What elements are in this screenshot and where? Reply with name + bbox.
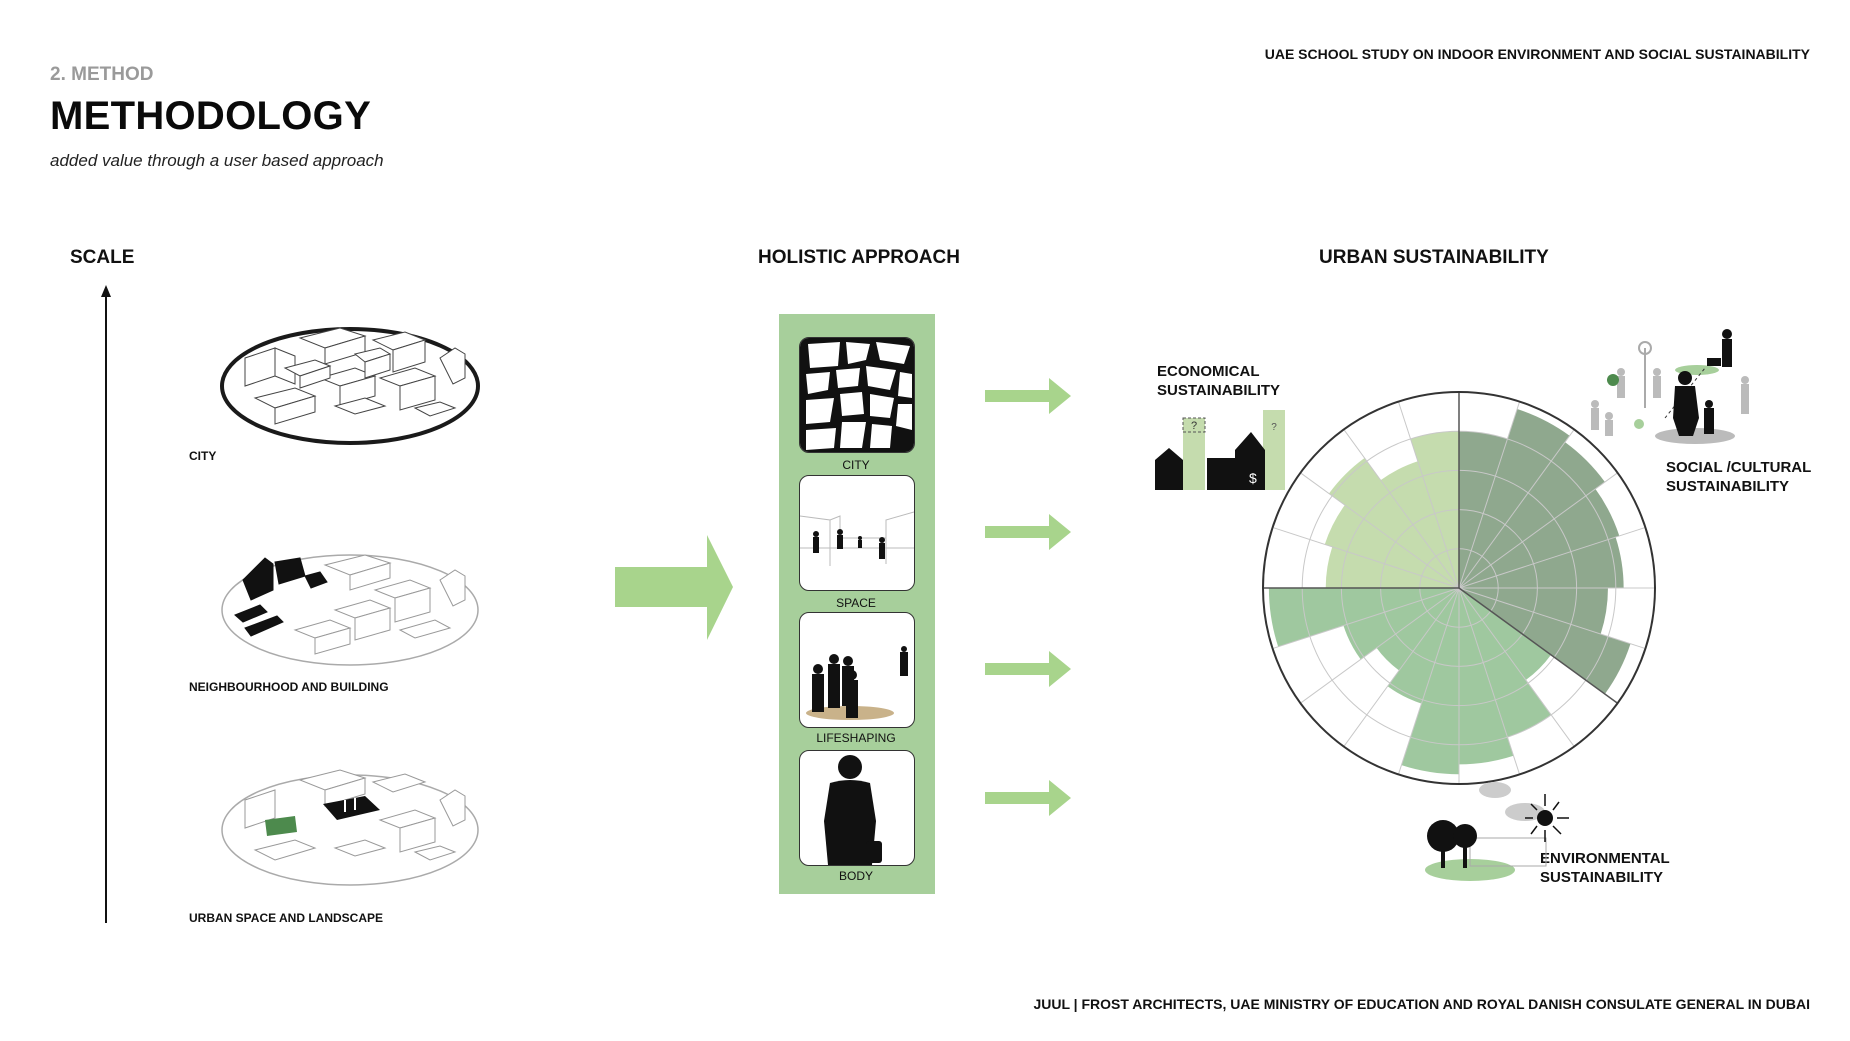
environmental-label-line1: ENVIRONMENTAL: [1540, 850, 1670, 867]
panel-lifeshaping: [799, 612, 915, 728]
polar-grid-spoke: [1458, 526, 1646, 589]
neighbourhood-illustration: [221, 554, 479, 666]
panel-body-label: BODY: [838, 869, 873, 883]
page-title: METHODOLOGY: [50, 94, 372, 138]
polar-wedge: [1459, 588, 1631, 694]
polar-grid-spoke: [1272, 587, 1460, 650]
scale-level-urban-space: URBAN SPACE AND LANDSCAPE: [189, 911, 384, 925]
polar-grid-spoke: [1397, 587, 1460, 775]
polar-grid-spoke: [1458, 401, 1521, 589]
polar-wedge: [1387, 588, 1459, 704]
polar-grid-spoke: [1397, 401, 1460, 589]
polar-grid-spoke: [1458, 587, 1575, 747]
polar-grid-spoke: [1458, 587, 1521, 775]
polar-wedge: [1376, 588, 1459, 671]
polar-grid-spoke: [1343, 587, 1460, 747]
panel-lifeshaping-label: LIFESHAPING: [816, 731, 896, 745]
economy-buildings-icon: ? ? $: [1155, 410, 1285, 490]
polar-wedge: [1459, 588, 1551, 680]
urban-sustainability-polar-diagram: [1262, 391, 1656, 785]
panel-body: [799, 750, 915, 866]
polar-sector-divider: [1458, 587, 1619, 704]
social-label: SOCIAL /CULTURAL SUSTAINABILITY: [1666, 458, 1811, 496]
city-map-icon: [800, 338, 914, 452]
holistic-heading: HOLISTIC APPROACH: [758, 247, 960, 268]
holistic-column: CITY SPACE: [779, 314, 935, 894]
polar-wedge: [1459, 488, 1620, 588]
social-people-icon: [1591, 329, 1749, 444]
panel-space-label: SPACE: [836, 596, 876, 610]
polar-grid-spoke: [1300, 587, 1460, 704]
polar-wedge: [1328, 457, 1459, 588]
economical-label: ECONOMICAL SUSTAINABILITY: [1157, 362, 1280, 400]
urban-heading: URBAN SUSTAINABILITY: [1319, 247, 1549, 268]
polar-wedge: [1325, 546, 1459, 588]
panel-space: [799, 475, 915, 591]
scale-axis-arrow: [101, 285, 111, 923]
polar-grid-spoke: [1458, 429, 1575, 589]
polar-wedge: [1401, 588, 1459, 775]
polar-grid-spoke: [1272, 526, 1460, 589]
body-silhouette-icon: [824, 755, 882, 865]
environmental-label: ENVIRONMENTAL SUSTAINABILITY: [1540, 849, 1670, 887]
social-label-line1: SOCIAL /CULTURAL: [1666, 459, 1812, 476]
city-illustration: [220, 327, 480, 445]
polar-wedge: [1459, 431, 1508, 588]
panel-city-label: CITY: [842, 458, 870, 472]
svg-text:$: $: [1249, 470, 1257, 486]
small-arrow-space: [985, 514, 1071, 550]
polar-wedge: [1410, 431, 1459, 588]
polar-grid-spoke: [1458, 472, 1618, 589]
polar-grid-spoke: [1343, 429, 1460, 589]
economical-label-line2: SUSTAINABILITY: [1157, 382, 1281, 399]
big-right-arrow: [615, 535, 733, 640]
polar-wedge: [1268, 588, 1459, 647]
polar-wedge: [1343, 588, 1459, 660]
urban-space-illustration: [221, 769, 479, 886]
street-space-icon: [800, 511, 914, 566]
study-title: UAE SCHOOL STUDY ON INDOOR ENVIRONMENT A…: [1264, 46, 1810, 62]
people-group-icon: [806, 646, 908, 720]
section-label: 2. METHOD: [50, 64, 154, 85]
svg-text:?: ?: [1191, 420, 1197, 432]
polar-wedge: [1459, 588, 1552, 738]
polar-wedge: [1459, 537, 1624, 588]
environmental-label-line2: SUSTAINABILITY: [1540, 869, 1664, 886]
polar-grid-spoke: [1300, 472, 1460, 589]
footer-credit: JUUL | FROST ARCHITECTS, UAE MINISTRY OF…: [1033, 996, 1810, 1012]
scale-heading: SCALE: [70, 247, 135, 268]
scale-level-city: CITY: [189, 449, 217, 463]
polar-wedge: [1459, 409, 1570, 588]
social-label-line2: SUSTAINABILITY: [1666, 478, 1790, 495]
polar-wedge: [1380, 461, 1459, 588]
small-arrow-city: [985, 378, 1071, 414]
economical-label-line1: ECONOMICAL: [1157, 363, 1260, 380]
page-subtitle: added value through a user based approac…: [50, 151, 384, 170]
small-arrow-lifeshaping: [985, 651, 1071, 687]
polar-wedge: [1459, 442, 1605, 588]
small-arrow-body: [985, 780, 1071, 816]
scale-level-neighbourhood: NEIGHBOURHOOD AND BUILDING: [189, 680, 389, 694]
polar-wedge: [1459, 588, 1514, 765]
panel-city: [799, 337, 915, 453]
polar-grid-spoke: [1458, 587, 1646, 650]
svg-text:?: ?: [1271, 422, 1277, 433]
environment-trees-icon: [1425, 782, 1569, 881]
